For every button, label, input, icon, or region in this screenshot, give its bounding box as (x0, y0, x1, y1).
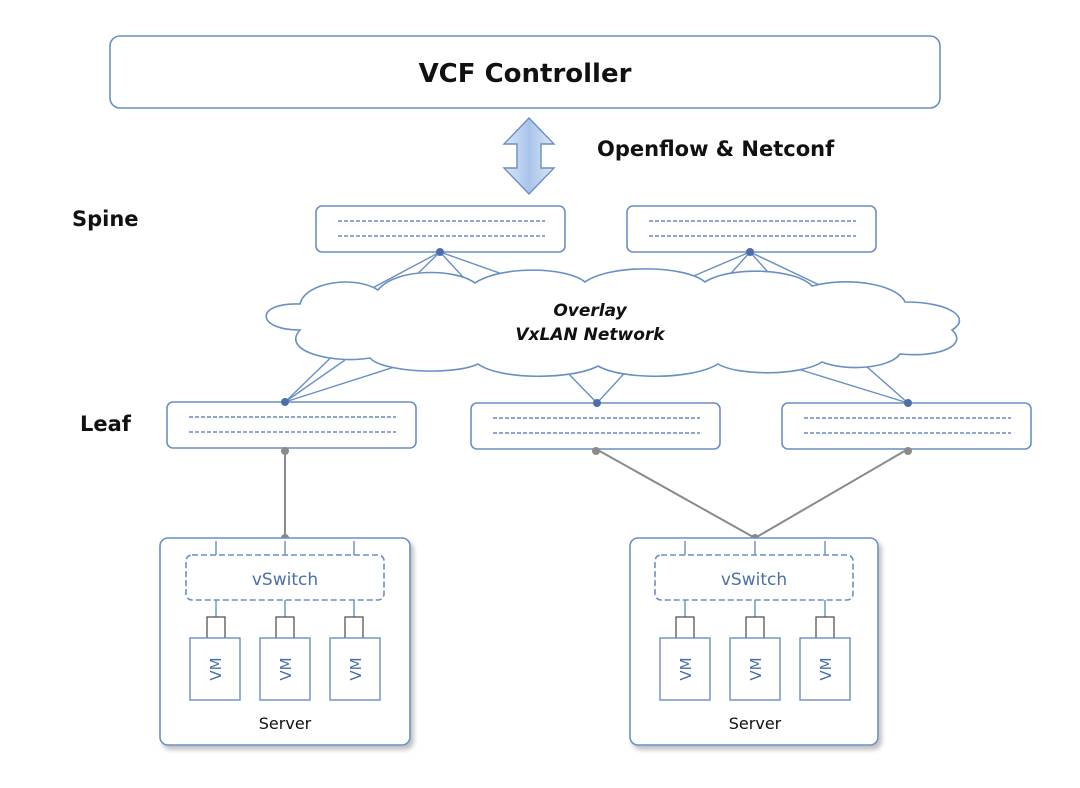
overlay-cloud: Overlay VxLAN Network (265, 268, 960, 378)
vm-box (189, 637, 241, 701)
vm-label: VM (747, 657, 765, 680)
controller-label: VCF Controller (419, 59, 632, 89)
vswitch-label: vSwitch (252, 570, 318, 590)
vswitch-label: vSwitch (721, 570, 787, 590)
server-links (284, 448, 909, 539)
leaf-switch-1 (166, 401, 417, 449)
spine-switch-2 (626, 205, 877, 253)
control-arrow-icon (502, 116, 556, 196)
overlay-label-line1: Overlay (553, 301, 627, 321)
server-2: vSwitch VM VM VM Server (629, 537, 879, 746)
vm-box (329, 637, 381, 701)
vm-label: VM (207, 657, 225, 680)
server-link-nodes (281, 447, 912, 542)
vm-box (799, 637, 851, 701)
server-label: Server (729, 714, 782, 733)
overlay-label-line2: VxLAN Network (515, 325, 666, 345)
server-label: Server (259, 714, 312, 733)
fabric-nodes (281, 248, 912, 407)
vm-label: VM (677, 657, 695, 680)
vm-label: VM (817, 657, 835, 680)
spine-switch-1 (315, 205, 566, 253)
vm-box (259, 637, 311, 701)
leaf-switch-2 (470, 402, 721, 450)
vswitch-box (654, 554, 854, 601)
vm-label: VM (277, 657, 295, 680)
vm-label: VM (347, 657, 365, 680)
leaf-switch-3 (781, 402, 1032, 450)
vm-box (659, 637, 711, 701)
vswitch-box (185, 554, 385, 601)
protocol-label: Openflow & Netconf (597, 137, 835, 161)
vm-box (729, 637, 781, 701)
leaf-tier-label: Leaf (80, 412, 132, 436)
vcf-controller-box: VCF Controller (109, 35, 941, 109)
server-1: vSwitch VM VM VM Server (159, 537, 411, 746)
spine-tier-label: Spine (72, 207, 139, 231)
